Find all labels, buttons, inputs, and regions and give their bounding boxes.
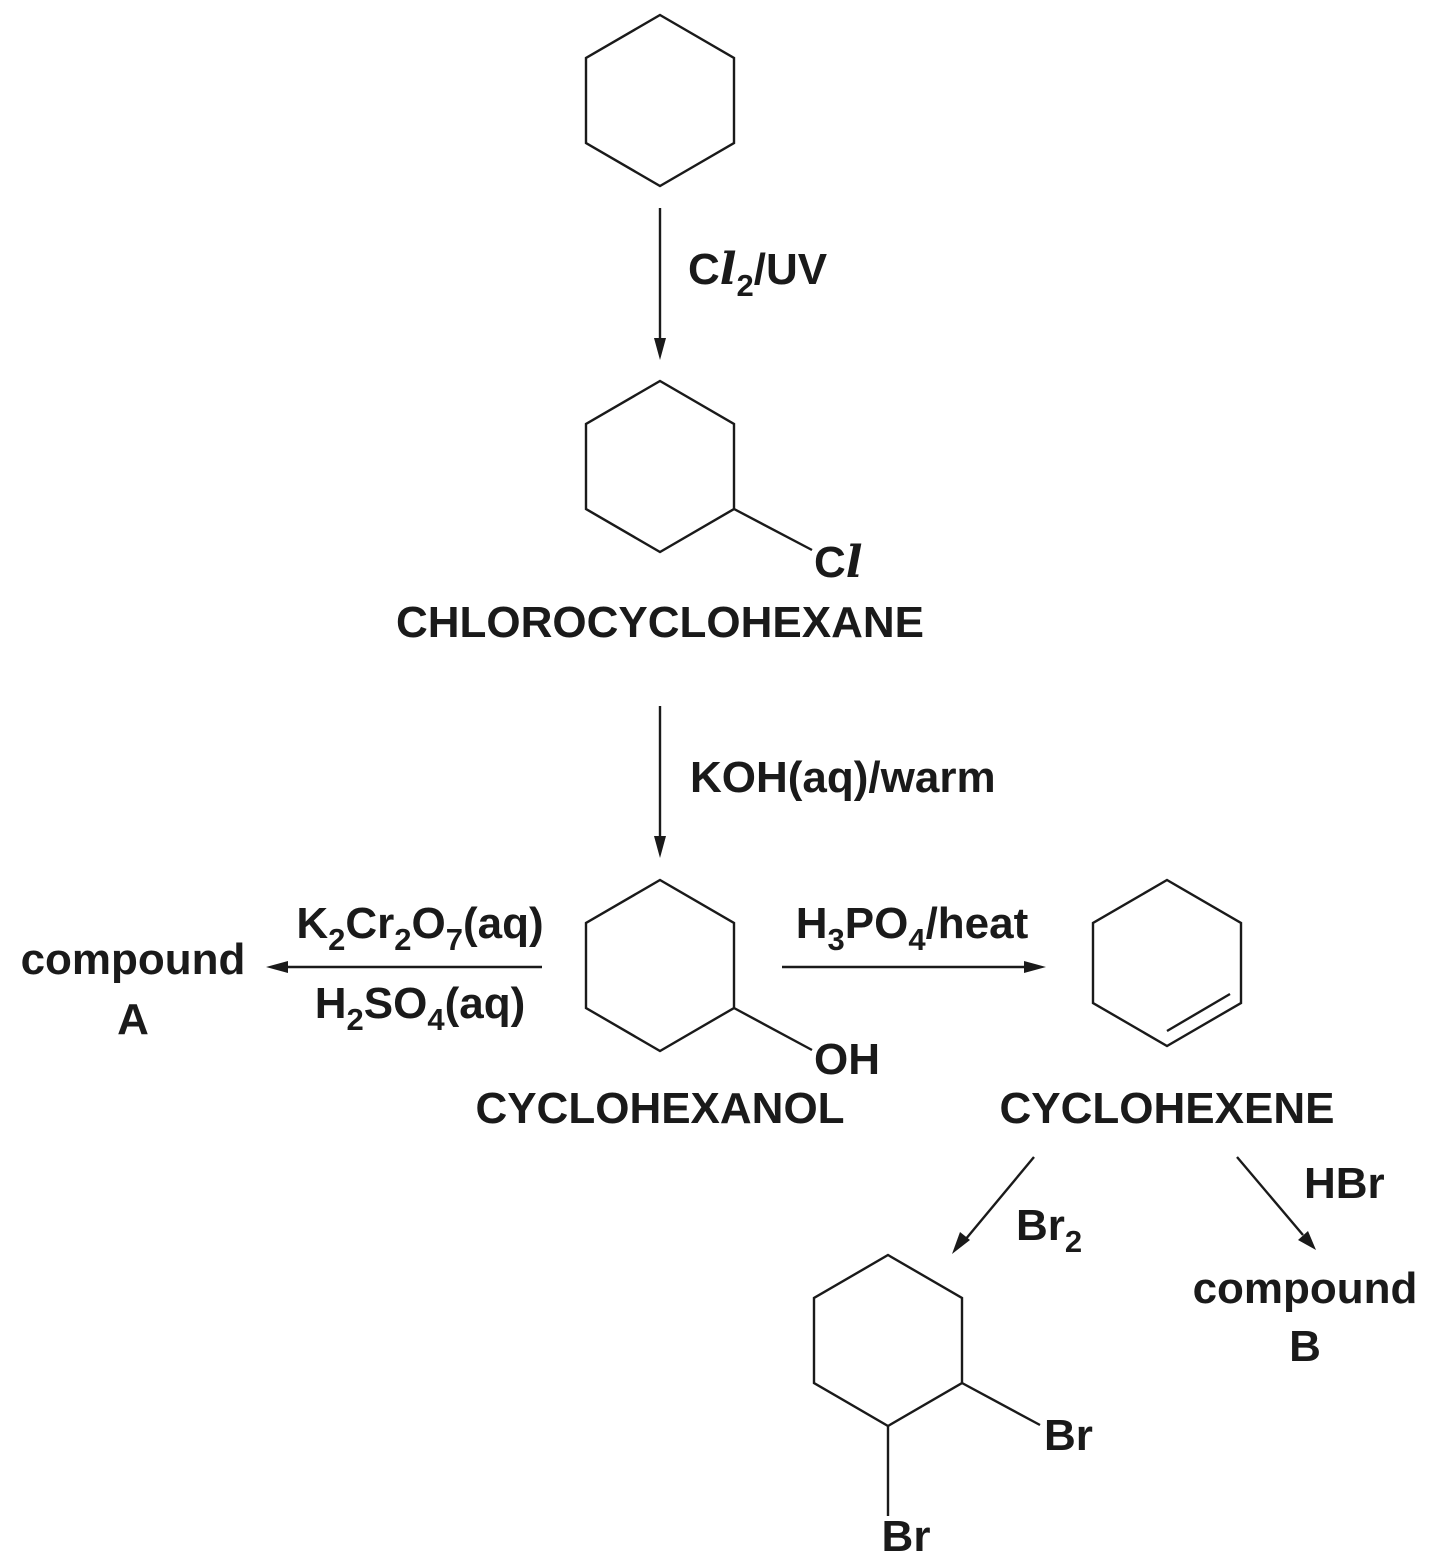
bromo-substituent-2: Br [882, 1512, 931, 1553]
c-oh-bond [733, 1006, 813, 1052]
name-cyclohexanol: CYCLOHEXANOL [475, 1084, 844, 1133]
arrow-dehydration [782, 961, 1046, 973]
arrow-hydrolysis [654, 706, 666, 858]
cyclohexene-structure [1091, 878, 1243, 1048]
compound-b-line2: B [1289, 1322, 1321, 1371]
condition-oxidation-bottom: H2SO4(aq) [315, 979, 526, 1037]
arrow-chlorination [654, 208, 666, 360]
arrow-oxidation [266, 961, 542, 973]
compound-b-line1: compound [1193, 1264, 1418, 1313]
arrow-hydrobromination [1236, 1156, 1316, 1250]
chloro-substituent: Cl [814, 537, 863, 588]
condition-oxidation-top: K2Cr2O7(aq) [296, 899, 543, 957]
condition-chlorination: Cl2/UV [688, 244, 828, 303]
compound-a-line1: compound [21, 935, 246, 984]
bromo-substituent-1: Br [1044, 1411, 1093, 1460]
condition-bromination: Br2 [1016, 1201, 1082, 1259]
dibromocyclohexane-ring [812, 1253, 964, 1428]
chlorocyclohexane-ring [584, 379, 736, 554]
dibromocyclohexane-structure: Br Br [812, 1253, 1093, 1553]
c-br-bond-1 [961, 1381, 1041, 1427]
chlorocyclohexane-structure: Cl [584, 379, 863, 588]
c-cl-bond [733, 507, 813, 552]
cyclohexane-structure [584, 13, 736, 188]
condition-dehydration: H3PO4/heat [796, 899, 1029, 957]
hydroxyl-substituent: OH [814, 1035, 880, 1084]
compound-a-line2: A [117, 995, 149, 1044]
condition-hydrobromination: HBr [1304, 1159, 1385, 1208]
cyclohexane-ring [584, 13, 736, 188]
double-bond [1166, 992, 1231, 1033]
cyclohexanol-ring [584, 878, 736, 1053]
name-cyclohexene: CYCLOHEXENE [1000, 1084, 1335, 1133]
name-chlorocyclohexane: CHLOROCYCLOHEXANE [396, 598, 924, 647]
cyclohexanol-structure: OH [584, 878, 880, 1084]
arrow-bromination [952, 1156, 1035, 1254]
condition-hydrolysis: KOH(aq)/warm [690, 753, 996, 802]
cyclohexene-ring [1091, 878, 1243, 1048]
